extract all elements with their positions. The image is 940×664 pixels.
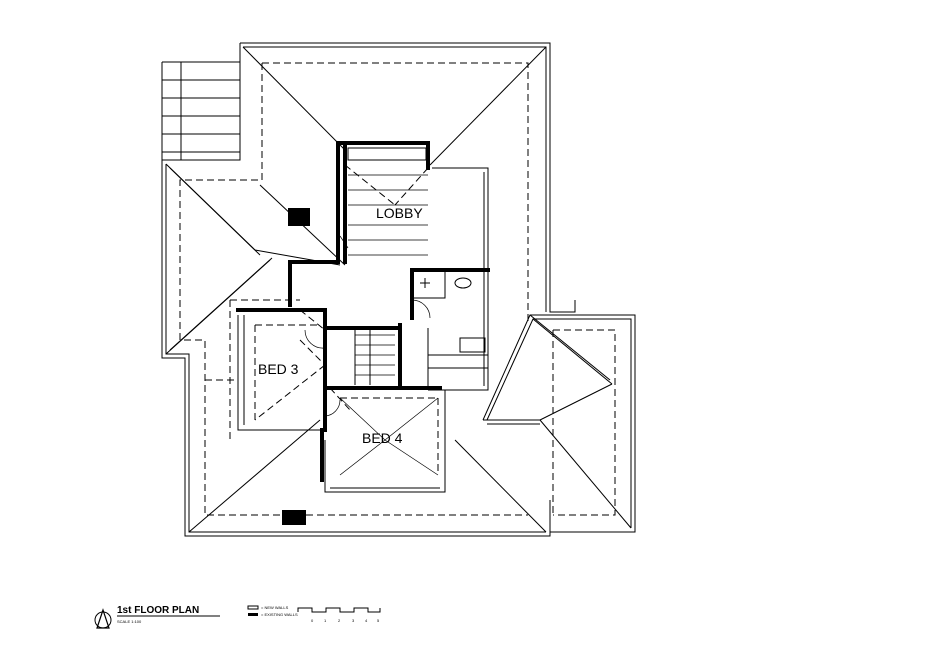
scale-bar: 0 1 2 3 4 5	[297, 607, 381, 623]
room-center-marks	[254, 324, 439, 476]
stairs-lobby	[344, 147, 429, 256]
bathroom-fixtures	[420, 277, 486, 353]
legend-new-walls: = NEW WALLS	[261, 605, 289, 610]
roof-outline	[161, 42, 636, 537]
legend-existing-walls: = EXISTING WALLS	[261, 612, 298, 617]
room-label-lobby: LOBBY	[376, 205, 423, 221]
stairs-lower	[354, 330, 395, 385]
door-swings	[304, 235, 431, 417]
roof-hips	[165, 46, 632, 533]
scale-tick: 1	[324, 618, 327, 623]
plan-title: 1st FLOOR PLAN	[117, 605, 199, 616]
scale-tick: 2	[338, 618, 341, 623]
plan-scale: SCALE 1:100	[117, 619, 142, 624]
scale-tick: 5	[377, 618, 380, 623]
scale-tick: 3	[352, 618, 355, 623]
vent-block-top	[288, 208, 310, 226]
walls	[236, 141, 490, 482]
vent-block-bottom	[282, 510, 306, 525]
thin-walls	[237, 167, 489, 493]
scale-tick: 4	[365, 618, 368, 623]
room-label-bed4: BED 4	[362, 430, 403, 446]
dashed-lines	[179, 62, 616, 516]
room-label-bed3: BED 3	[258, 361, 299, 377]
title-block: 1st FLOOR PLAN SCALE 1:100 = NEW WALLS =…	[94, 605, 381, 629]
deck-railing	[161, 61, 240, 160]
north-arrow-icon	[94, 608, 112, 629]
scale-tick: 0	[311, 618, 314, 623]
